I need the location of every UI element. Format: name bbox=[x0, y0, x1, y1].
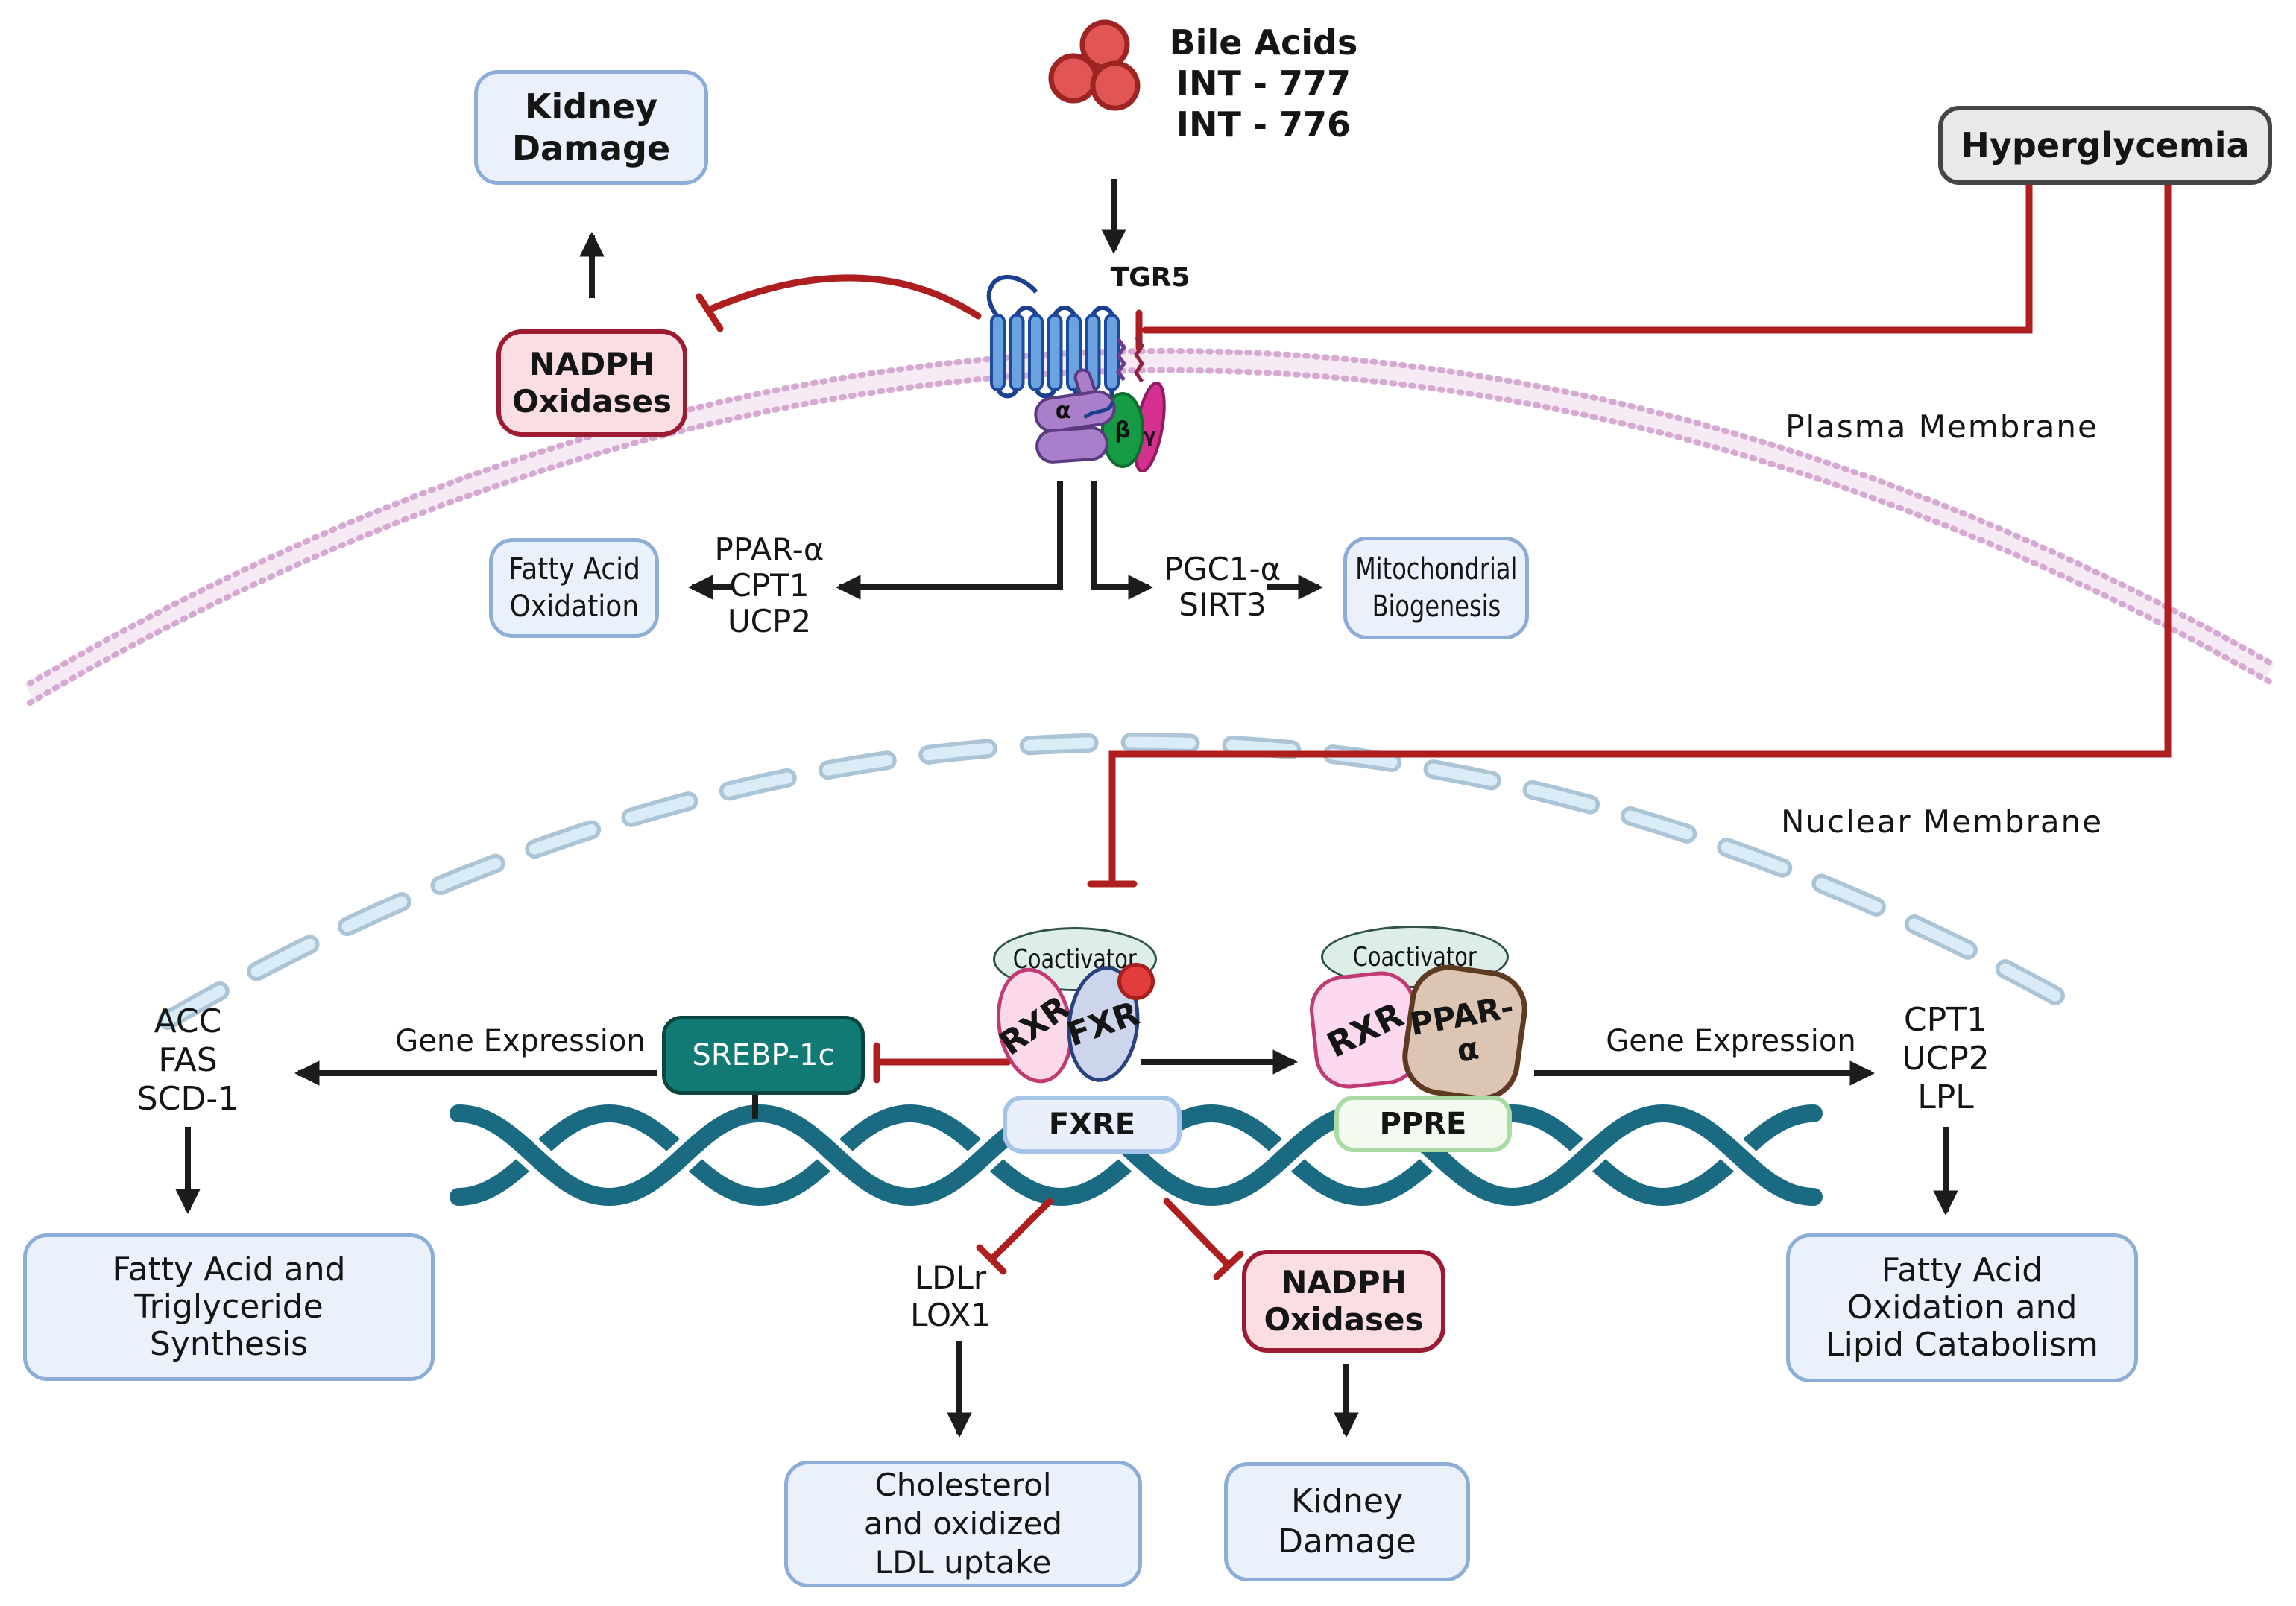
nuclear-membrane-band bbox=[158, 733, 2065, 1030]
ppre-node: PPRE bbox=[1334, 1096, 1512, 1152]
bile-acid-dots bbox=[1048, 19, 1141, 111]
fatty-acid-triglyceride-synthesis-node: Fatty Acid and Triglyceride Synthesis bbox=[23, 1233, 435, 1381]
g-protein bbox=[1034, 368, 1166, 473]
gene-expression-right-label: Gene Expression bbox=[1606, 1024, 1856, 1058]
dna-helix bbox=[444, 1098, 1829, 1213]
g-alpha-label: α bbox=[1055, 398, 1071, 424]
ppar-pathway-label: PPAR-α CPT1 UCP2 bbox=[714, 531, 824, 639]
g-gamma-label: γ bbox=[1143, 425, 1156, 447]
mitochondrial-biogenesis-node: Mitochondrial Biogenesis bbox=[1343, 537, 1529, 639]
pgc1-pathway-label: PGC1-α SIRT3 bbox=[1164, 551, 1281, 623]
srebp1c-node: SREBP-1c bbox=[662, 1016, 865, 1095]
gene-expression-left-label: Gene Expression bbox=[395, 1024, 646, 1058]
inhibition-lines bbox=[696, 181, 2172, 1280]
kidney-damage-top-node: Kidney Damage bbox=[474, 70, 708, 185]
plasma-membrane-label: Plasma Membrane bbox=[1785, 408, 2098, 445]
lipid-anchor-zigzag-purple bbox=[1115, 338, 1127, 382]
tgr5-label: TGR5 bbox=[1110, 262, 1190, 293]
fatty-acid-oxidation-lipid-catabolism-node: Fatty Acid Oxidation and Lipid Catabolis… bbox=[1786, 1233, 2138, 1382]
nuclear-membrane-label: Nuclear Membrane bbox=[1780, 803, 2104, 840]
nadph-oxidases-bottom-node: NADPH Oxidases bbox=[1242, 1250, 1445, 1353]
plasma-membrane-band bbox=[24, 348, 2276, 706]
nadph-oxidases-top-node: NADPH Oxidases bbox=[496, 329, 687, 437]
fatty-acid-oxidation-node: Fatty Acid Oxidation bbox=[489, 538, 659, 638]
fxr-targets-label: LDLr LOX1 bbox=[910, 1259, 991, 1333]
activation-arrows bbox=[175, 179, 1958, 1438]
srebp-targets-label: ACC FAS SCD-1 bbox=[136, 1002, 239, 1118]
cholesterol-uptake-node: Cholesterol and oxidized LDL uptake bbox=[784, 1461, 1142, 1587]
hyperglycemia-node: Hyperglycemia bbox=[1938, 106, 2272, 185]
ppar-alpha-node: PPAR- α bbox=[1397, 959, 1533, 1107]
lipid-anchor-zigzag-red bbox=[1133, 335, 1145, 383]
bile-acids-label: Bile Acids INT - 777 INT - 776 bbox=[1169, 22, 1358, 145]
kidney-damage-bottom-node: Kidney Damage bbox=[1224, 1462, 1470, 1581]
fxre-node: FXRE bbox=[1003, 1096, 1182, 1154]
g-beta-label: β bbox=[1114, 417, 1131, 443]
bile-acid-ligand-dot bbox=[1117, 963, 1155, 1000]
ppar-gene-targets-label: CPT1 UCP2 LPL bbox=[1902, 1001, 1990, 1116]
